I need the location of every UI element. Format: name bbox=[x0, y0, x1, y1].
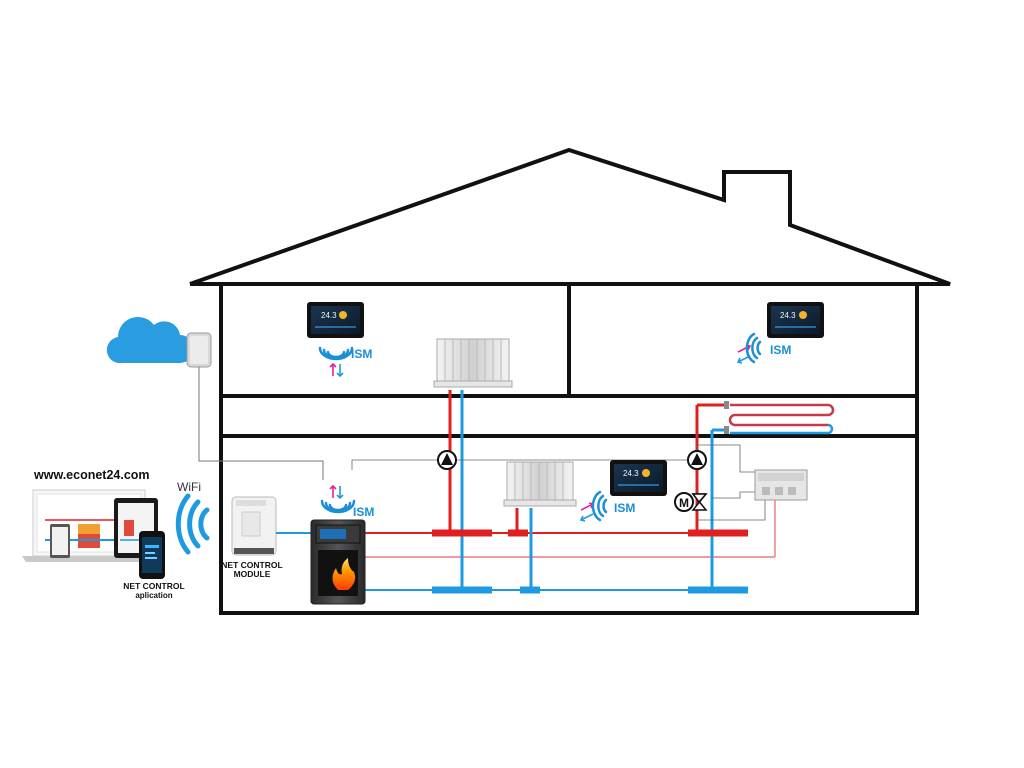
boiler-icon bbox=[310, 519, 366, 605]
phone-small-icon bbox=[50, 524, 70, 558]
smartphone-icon bbox=[139, 531, 165, 579]
wifi-icon bbox=[175, 493, 210, 555]
house-outline bbox=[189, 147, 951, 615]
ism-signal-icon bbox=[320, 499, 356, 514]
expansion-module-icon bbox=[754, 469, 808, 501]
ism-arrows-icon bbox=[579, 502, 595, 522]
pump-icon-1 bbox=[437, 450, 457, 470]
net-control-module-label-line1: NET CONTROL bbox=[221, 560, 282, 570]
net-control-app-label-line1: NET CONTROL bbox=[123, 581, 184, 591]
network-cable bbox=[198, 367, 324, 480]
room-panel-upper-right: 24.3 bbox=[767, 302, 824, 338]
room-panel-upper-left: 24.3 bbox=[307, 302, 364, 338]
pipes-cold bbox=[364, 390, 747, 591]
net-control-module-icon bbox=[231, 496, 277, 556]
panel-temp: 24.3 bbox=[321, 311, 337, 320]
ism-label: ISM bbox=[353, 505, 374, 519]
room-panel-ground: 24.3 bbox=[610, 460, 667, 496]
radiator-lower bbox=[503, 461, 577, 507]
manifolds bbox=[432, 529, 748, 594]
ism-arrows-icon bbox=[329, 362, 344, 378]
ism-signal-icon bbox=[745, 332, 762, 364]
ism-label: ISM bbox=[351, 347, 372, 361]
router-icon bbox=[186, 332, 212, 368]
panel-temp: 24.3 bbox=[780, 311, 796, 320]
ground-floor bbox=[219, 434, 919, 615]
cloud-icon bbox=[106, 316, 194, 364]
radiator-upper bbox=[433, 338, 513, 388]
ism-signal-icon bbox=[591, 490, 608, 522]
ism-signal-icon bbox=[318, 346, 354, 361]
panel-temp: 24.3 bbox=[623, 469, 639, 478]
roof bbox=[189, 147, 951, 286]
pump-icon-2 bbox=[687, 450, 707, 470]
underfloor-heating bbox=[724, 401, 835, 435]
motor-valve-icon: M bbox=[674, 492, 708, 512]
motor-label: M bbox=[679, 496, 689, 510]
chimney-base bbox=[724, 200, 790, 225]
ism-label: ISM bbox=[614, 501, 635, 515]
website-label: www.econet24.com bbox=[33, 468, 150, 482]
wifi-label: WiFi bbox=[177, 480, 201, 494]
ism-label: ISM bbox=[770, 343, 791, 357]
ism-arrows-icon bbox=[329, 484, 344, 500]
net-control-module-label-line2: MODULE bbox=[234, 569, 271, 579]
net-control-app-label-line2: aplication bbox=[135, 591, 172, 600]
